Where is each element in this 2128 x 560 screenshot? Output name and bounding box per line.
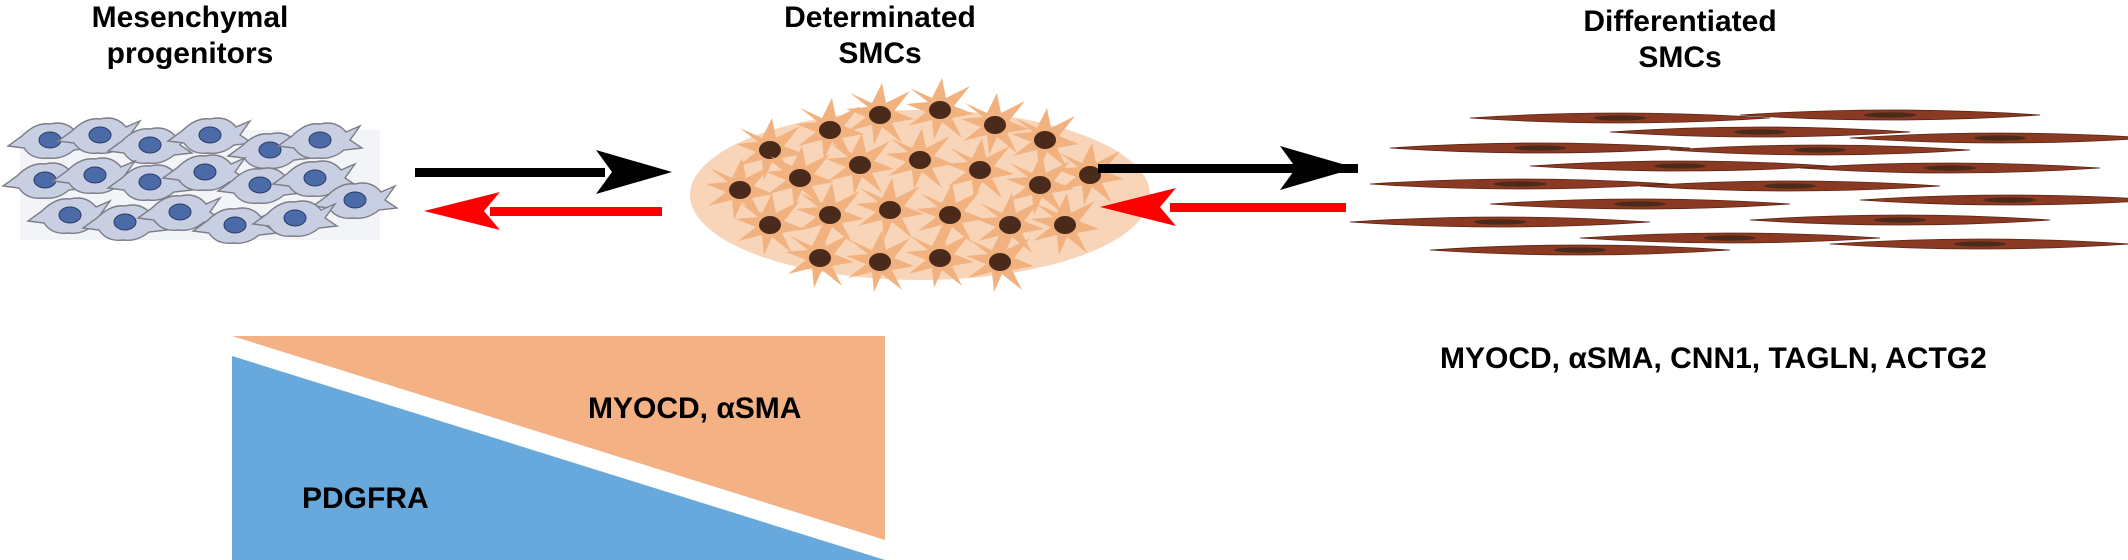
stage-label-progenitors: Mesenchymal progenitors: [60, 0, 320, 72]
determined-cells-illustration: [690, 78, 1150, 292]
reverse-arrow-1: [424, 192, 662, 230]
forward-arrow-2: [1098, 146, 1358, 190]
reverse-arrow-2: [1100, 188, 1346, 226]
expression-gradient: [232, 336, 885, 560]
stage-label-differentiated-line2: SMCs: [1638, 41, 1722, 74]
stage-label-progenitors-line1: Mesenchymal: [91, 1, 289, 34]
gradient-label-increasing: MYOCD, αSMA: [588, 392, 802, 425]
differentiated-markers: MYOCD, αSMA, CNN1, TAGLN, ACTG2: [1440, 342, 1987, 375]
gradient-label-decreasing: PDGFRA: [302, 482, 429, 515]
stage-label-progenitors-line2: progenitors: [106, 37, 274, 70]
stage-label-determined-line1: Determinated: [784, 1, 976, 34]
stage-label-differentiated-line1: Differentiated: [1583, 5, 1777, 38]
gradient-triangle-orange: [232, 336, 885, 540]
stage-label-determined-line2: SMCs: [838, 37, 922, 70]
stage-label-determined: Determinated SMCs: [750, 0, 1010, 72]
stage-label-differentiated: Differentiated SMCs: [1540, 4, 1820, 76]
forward-arrow-1: [415, 150, 672, 194]
differentiated-cells-illustration: [1349, 109, 2128, 256]
progenitor-cells-illustration: [2, 117, 398, 245]
gradient-triangle-blue: [232, 356, 885, 560]
